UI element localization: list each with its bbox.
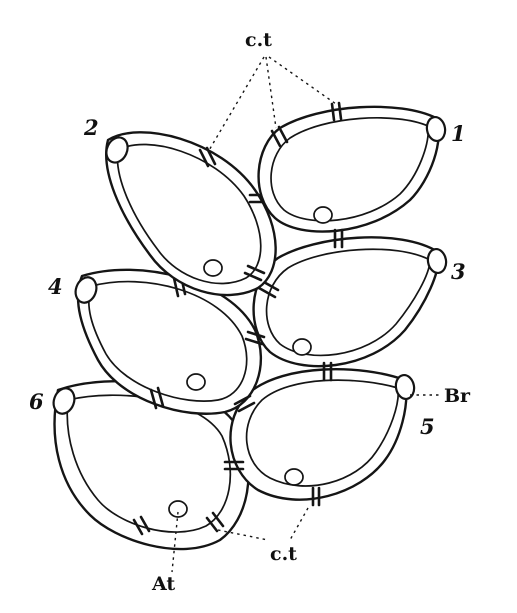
cell-5 [229, 368, 416, 507]
cell-3 [244, 236, 448, 382]
leader-lines [171, 56, 440, 573]
cell-number-1: 1 [451, 121, 466, 146]
cell-6 [52, 379, 250, 551]
connective-bars-lower [223, 394, 256, 471]
cell-1 [257, 101, 447, 249]
cell-2 [105, 131, 277, 297]
branch-label: Br [444, 385, 471, 407]
cell-number-4: 4 [48, 274, 63, 299]
attachment-label: At [151, 573, 175, 595]
cell-number-3: 3 [451, 259, 466, 284]
cell-number-5: 5 [420, 414, 435, 439]
connective-tissue-label-top: c.t [245, 29, 272, 51]
cell-number-6: 6 [29, 389, 44, 414]
cell-4 [74, 268, 263, 415]
connective-tissue-label-bottom: c.t [270, 543, 297, 565]
cell-number-2: 2 [83, 115, 99, 140]
